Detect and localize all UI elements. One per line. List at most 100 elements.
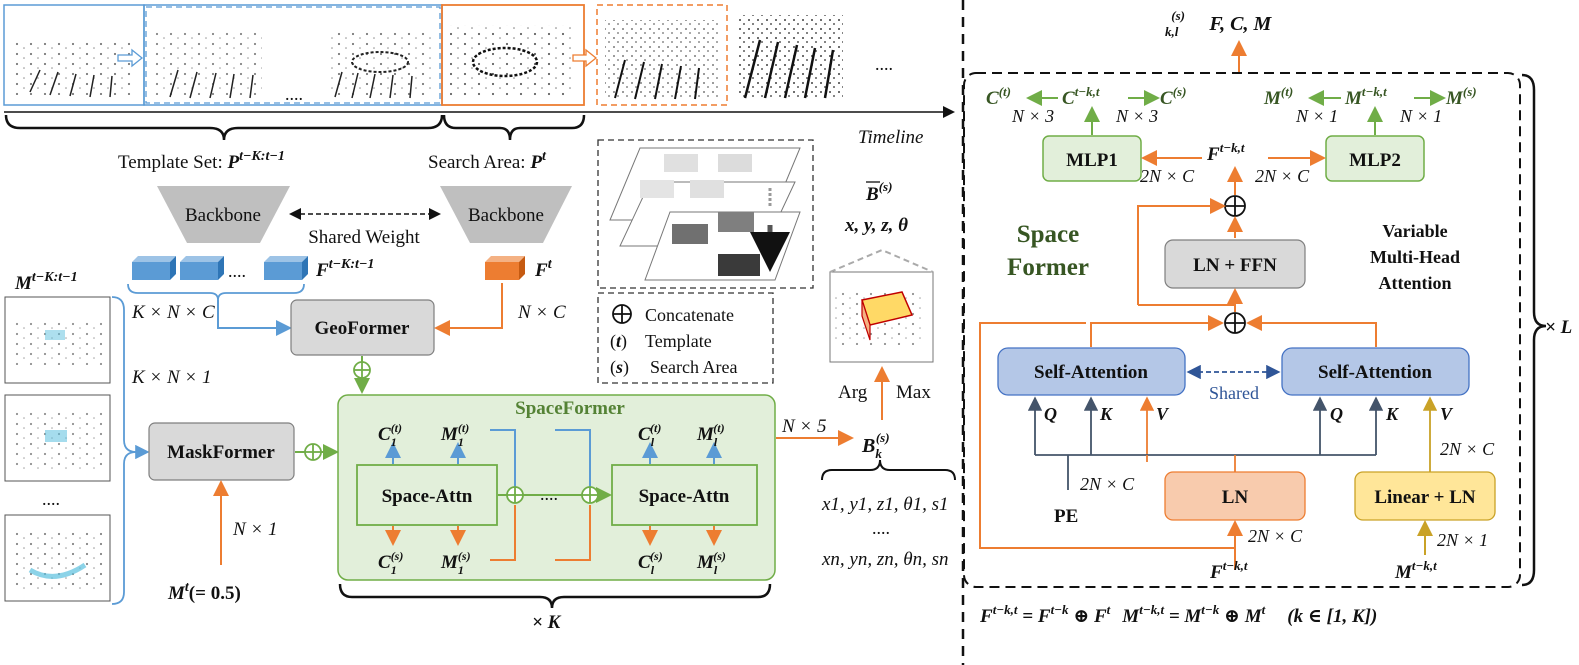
- mask-point-cloud-3: [4, 514, 111, 602]
- m-t-label: M(t): [1263, 84, 1293, 109]
- concat-icon: [304, 443, 322, 461]
- strip-dots-2: ....: [875, 54, 893, 74]
- label-m1t: M1(t): [440, 421, 469, 449]
- spaceformer-title-b: Former: [1007, 254, 1089, 281]
- k-right: K: [1385, 404, 1400, 424]
- vmh-b: Multi-Head: [1370, 247, 1460, 267]
- c-t-label: C(t): [986, 84, 1011, 109]
- vmh-c: Attention: [1379, 273, 1452, 293]
- point-cloud-image-4: [450, 25, 575, 97]
- svg-text:MLP2: MLP2: [1349, 150, 1401, 171]
- search-feature-label: Ft: [534, 257, 553, 281]
- svg-text:(t): (t): [610, 331, 627, 352]
- svg-text:MaskFormer: MaskFormer: [167, 442, 275, 463]
- hollow-arrow-icon: [117, 48, 144, 68]
- template-feature-brace: [127, 283, 305, 301]
- backbone-left: Backbone: [157, 186, 290, 243]
- dim-knc: K × N × C: [131, 302, 215, 323]
- concat-icon: [581, 486, 599, 504]
- dim-2nc-b: 2N × C: [1255, 166, 1310, 186]
- label-cls: Cl(s): [638, 549, 663, 577]
- svg-text:GeoFormer: GeoFormer: [315, 318, 411, 339]
- geoformer-box: GeoFormer: [290, 299, 435, 356]
- space-attn-box-1: Space-Attn: [356, 464, 498, 526]
- shared-label: Shared: [1209, 383, 1259, 403]
- template-set-label: Template Set: Pt−K:t−1: [118, 149, 285, 173]
- point-cloud-image-1: [12, 40, 132, 98]
- svg-text:Space-Attn: Space-Attn: [639, 486, 730, 507]
- label-mls: Ml(s): [696, 549, 726, 577]
- point-cloud-image-6: [738, 15, 843, 99]
- ln-ffn-box: LN + FFN: [1164, 239, 1306, 289]
- output-brace: [821, 459, 956, 481]
- dim-2nc-a: 2N × C: [1140, 166, 1195, 186]
- bbox-vars: x, y, z, θ: [844, 215, 908, 236]
- svg-text:Template: Template: [645, 331, 712, 351]
- spaceformer-box: SpaceFormer: [337, 394, 776, 581]
- point-cloud-strip: .... ....: [3, 4, 893, 106]
- dim-nc: N × C: [517, 302, 566, 323]
- template-brace: [4, 114, 444, 141]
- dim-n1: N × 1: [232, 519, 278, 540]
- svg-text:MLP1: MLP1: [1066, 150, 1118, 171]
- spaceformer-title-a: Space: [1017, 221, 1080, 248]
- dim-n3b: N × 3: [1115, 106, 1158, 126]
- argmax-a: Arg: [838, 382, 868, 403]
- mlp2-box: MLP2: [1325, 135, 1425, 182]
- svg-text:Self-Attention: Self-Attention: [1318, 362, 1432, 383]
- f-in-label: Ft−k,t: [1209, 558, 1248, 583]
- xk-label: × K: [532, 612, 562, 633]
- shared-weight-label: Shared Weight: [308, 227, 420, 248]
- bbox-roof: [829, 248, 934, 273]
- pe-dim: 2N × C: [1080, 474, 1135, 494]
- svg-text:Space-Attn: Space-Attn: [382, 486, 473, 507]
- label-c1s: C1(s): [378, 549, 403, 577]
- hollow-arrow-icon: [572, 48, 598, 68]
- linear-ln-box: Linear + LN: [1354, 471, 1496, 521]
- label-mlt: Ml(t): [696, 421, 725, 449]
- label-clt: Cl(t): [638, 421, 661, 449]
- pe-label: PE: [1054, 506, 1078, 527]
- mask-point-cloud-1: [4, 296, 111, 384]
- space-attn-dots: ....: [540, 484, 558, 504]
- space-attn-box-l: Space-Attn: [611, 464, 758, 526]
- bbox-result-image: [829, 271, 934, 363]
- self-attention-right: Self-Attention: [1281, 347, 1470, 396]
- argmax-b: Max: [896, 382, 931, 403]
- voxel-inset: [597, 139, 814, 289]
- dim-n1a: N × 1: [1295, 106, 1338, 126]
- xl-brace: [1521, 73, 1547, 587]
- xk-brace: [338, 583, 772, 609]
- mask-col-dots: ....: [42, 489, 60, 509]
- k-left: K: [1099, 404, 1114, 424]
- v-right: V: [1440, 404, 1454, 424]
- svg-text:Search Area: Search Area: [650, 357, 737, 377]
- dim-n5: N × 5: [781, 416, 827, 437]
- xl-label: × L: [1545, 317, 1572, 338]
- ln-dim: 2N × C: [1248, 526, 1303, 546]
- svg-text:Backbone: Backbone: [185, 205, 261, 226]
- svg-text:SpaceFormer: SpaceFormer: [515, 398, 625, 419]
- mask-point-cloud-2: [4, 394, 111, 482]
- svg-text:Backbone: Backbone: [468, 205, 544, 226]
- c-mid-label: Ct−k,t: [1062, 84, 1100, 109]
- template-cube-dots: ....: [228, 261, 246, 281]
- output-row1: x1, y1, z1, θ1, s1: [821, 494, 949, 515]
- right-top-output: F, C, M(s)k,l: [1165, 8, 1272, 39]
- label-m1s: M1(s): [440, 549, 471, 577]
- timeline-label: Timeline: [858, 127, 923, 148]
- lin-dim-bot: 2N × 1: [1437, 530, 1488, 550]
- backbone-right: Backbone: [440, 186, 572, 243]
- mlp1-box: MLP1: [1042, 135, 1142, 182]
- template-feature-label: Ft−K:t−1: [315, 257, 374, 281]
- dim-n1b: N × 1: [1399, 106, 1442, 126]
- output-rown: xn, yn, zn, θn, sn: [821, 549, 949, 570]
- search-feature-cube: [485, 256, 525, 280]
- self-attention-left: Self-Attention: [997, 347, 1186, 396]
- legend: Concatenate (t) Template (s) Search Area: [597, 292, 774, 384]
- spaceformer-block: [963, 72, 1521, 588]
- point-cloud-image-2: [152, 30, 262, 99]
- label-c1t: C1(t): [378, 421, 402, 449]
- svg-text:Linear + LN: Linear + LN: [1374, 487, 1476, 508]
- bk-label: Bk(s): [861, 430, 890, 461]
